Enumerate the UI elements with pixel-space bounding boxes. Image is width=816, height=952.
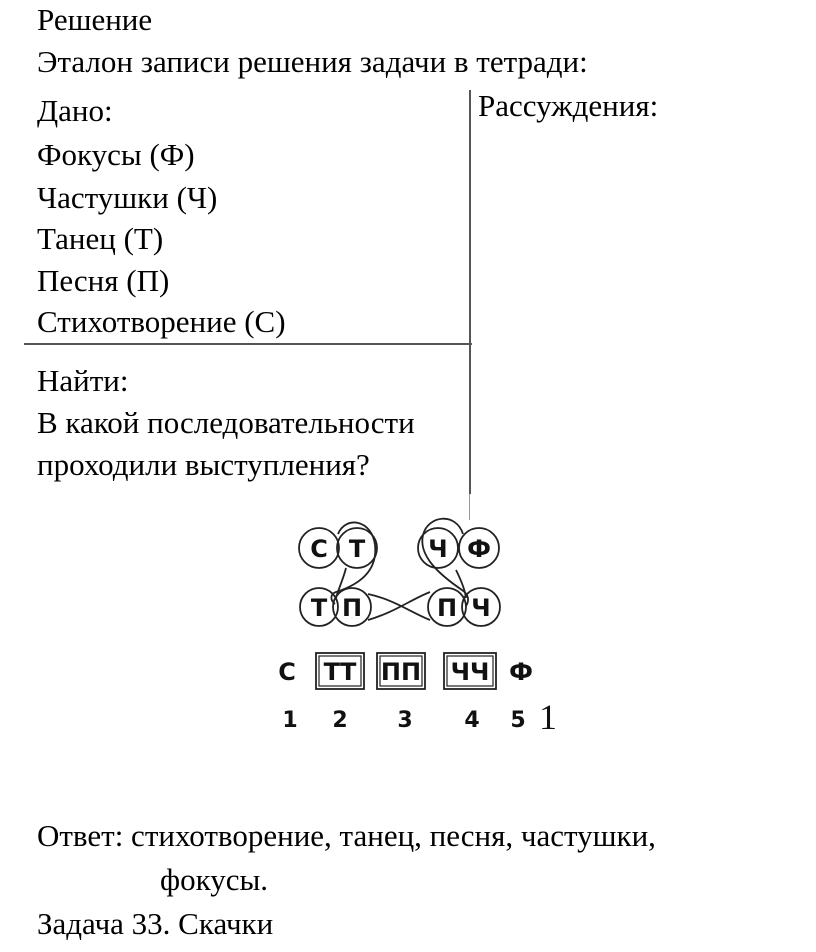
circle-top-right-2 [458,527,500,569]
cross-curve-2 [367,593,431,621]
answer-line-2: фокусы. [160,862,269,897]
letter-ch-bottom: Ч [471,594,490,622]
sequence-chch: ЧЧ [451,658,490,686]
given-item-focus: Фокусы (Ф) [37,137,195,172]
letter-p-bottom-right: П [437,594,457,622]
given-title: Дано: [37,93,113,128]
given-item-poem: Стихотворение (С) [37,304,286,339]
loop-left-inner [335,567,347,599]
sequence-tt: ТТ [324,658,357,686]
sequence-s: С [278,658,296,686]
loop-right [421,517,469,607]
extra-mark: 1 [539,697,557,737]
letter-ch-top: Ч [428,535,447,563]
loop-left [330,521,377,605]
box-pp-inner [379,655,423,687]
column-divider-tail [469,494,471,520]
next-task-title: Задача 33. Скачки [37,906,274,941]
given-item-chastushki: Частушки (Ч) [37,180,218,215]
box-chch [443,652,497,690]
circle-bottom-right-2 [461,587,501,627]
number-4: 4 [464,708,479,733]
number-3: 3 [397,708,412,733]
given-item-song: Песня (П) [37,263,170,298]
box-chch-inner [446,655,494,687]
number-2: 2 [332,708,347,733]
column-divider [469,90,471,494]
letter-f-top: Ф [467,535,491,563]
sequence-pp: ПП [381,658,421,686]
circle-bottom-right-1 [427,587,467,627]
given-divider [24,343,472,345]
find-line-2: проходили выступления? [37,447,370,482]
circle-top-left-1 [298,527,340,569]
circle-bottom-left-1 [299,587,339,627]
box-tt [315,652,365,690]
box-tt-inner [318,655,362,687]
letter-t-bottom: Т [311,594,328,622]
letter-p-bottom: П [342,594,362,622]
circle-bottom-left-2 [332,587,372,627]
find-line-1: В какой последовательности [37,405,415,440]
box-pp [376,652,426,690]
given-item-dance: Танец (Т) [37,221,164,256]
circle-top-left-2 [336,527,378,569]
letter-s-top: С [310,535,328,563]
letter-t-top: Т [349,535,366,563]
heading: Решение [37,2,153,37]
loop-right-inner [455,569,467,599]
reasoning-title: Рассуждения: [478,88,659,123]
sequence-f: Ф [509,658,533,686]
answer-line-1: Ответ: стихотворение, танец, песня, част… [37,818,656,853]
number-1: 1 [282,708,297,733]
circle-top-right-1 [417,527,459,569]
find-title: Найти: [37,363,129,398]
number-5: 5 [510,708,525,733]
subheading: Эталон записи решения задачи в тетради: [37,44,588,79]
